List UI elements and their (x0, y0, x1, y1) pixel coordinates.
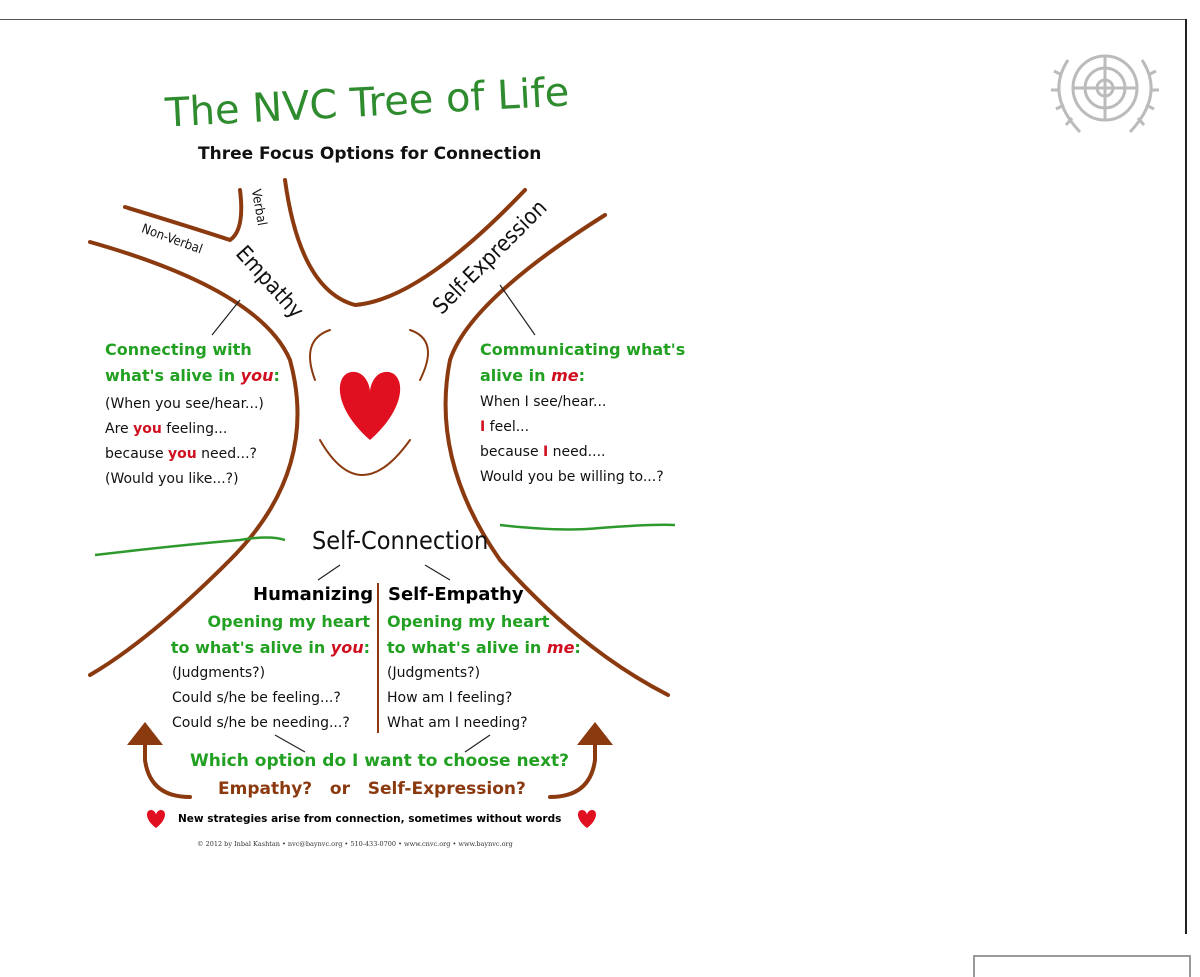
empathy-line: Are you feeling... (105, 421, 227, 437)
expression-line: Would you be willing to...? (480, 469, 664, 485)
choice-question: Which option do I want to choose next? (190, 751, 570, 771)
empathy-line: (When you see/hear...) (105, 396, 264, 412)
up-arrow-left (143, 738, 192, 799)
text: : (574, 638, 581, 657)
self-empathy-heading: Opening my heart (387, 612, 550, 631)
humanizing-line: Could s/he be needing...? (172, 715, 350, 731)
branch-nonverbal (123, 188, 244, 243)
text: : (363, 638, 370, 657)
un-emblem-icon (1051, 54, 1159, 134)
empathy-line: because you need...? (105, 446, 257, 462)
copyright: © 2012 by Inbal Kashtan • nvc@baynvc.org… (197, 840, 513, 848)
self-empathy-line: What am I needing? (387, 715, 528, 731)
small-heart-right-icon (577, 810, 597, 828)
small-heart-left-icon (146, 810, 166, 828)
emphasis: I (480, 419, 486, 435)
humanizing-heading-2: to what's alive in you: (171, 638, 370, 657)
text: : (578, 366, 585, 385)
self-empathy-line: (Judgments?) (387, 665, 481, 681)
text: feeling... (161, 421, 228, 437)
emphasis: you (240, 366, 274, 385)
branch-verbal-inner (283, 178, 527, 308)
text: need.... (548, 444, 606, 460)
humanizing-line: Could s/he be feeling...? (172, 690, 341, 706)
page-top-border (0, 19, 1187, 20)
text: because (105, 446, 169, 462)
branch-right-outer (443, 213, 670, 697)
empathy-heading-2: what's alive in you: (105, 366, 280, 385)
text: to what's alive in (387, 638, 547, 657)
humanizing-line: (Judgments?) (172, 665, 266, 681)
expression-line: When I see/hear... (480, 394, 607, 410)
self-empathy-title: Self-Empathy (388, 584, 524, 605)
label-self-connection: Self-Connection (312, 526, 489, 555)
heart-icon (339, 371, 401, 440)
footer-note: New strategies arise from connection, so… (178, 813, 562, 825)
empathy-line: (Would you like...?) (105, 471, 239, 487)
text: : (273, 366, 280, 385)
text: because (480, 444, 544, 460)
emphasis: I (543, 444, 549, 460)
emphasis: me (546, 638, 575, 657)
text: alive in (480, 366, 552, 385)
self-empathy-heading-2: to what's alive in me: (387, 638, 581, 657)
up-arrow-right (548, 738, 597, 799)
expression-line: because I need.... (480, 444, 605, 460)
humanizing-heading: Opening my heart (207, 612, 370, 631)
expression-heading-2: alive in me: (480, 366, 585, 385)
self-empathy-line: How am I feeling? (387, 690, 513, 706)
text: feel... (485, 419, 530, 435)
text: need...? (196, 446, 257, 462)
text: what's alive in (105, 366, 241, 385)
text: Are (105, 421, 134, 437)
text: to what's alive in (170, 638, 331, 657)
page-right-border (1185, 19, 1187, 934)
expression-line: I feel... (480, 419, 529, 435)
emphasis: you (168, 446, 197, 462)
empathy-heading: Connecting with (105, 340, 252, 359)
emphasis: me (551, 366, 579, 385)
emphasis: you (330, 638, 364, 657)
expression-heading: Communicating what's (480, 340, 686, 359)
branch-left-outer (88, 240, 300, 677)
humanizing-title: Humanizing (253, 584, 374, 605)
emphasis: you (133, 421, 162, 437)
diagram-subtitle: Three Focus Options for Connection (198, 144, 542, 164)
choice-options: Empathy? or Self-Expression? (218, 779, 526, 799)
